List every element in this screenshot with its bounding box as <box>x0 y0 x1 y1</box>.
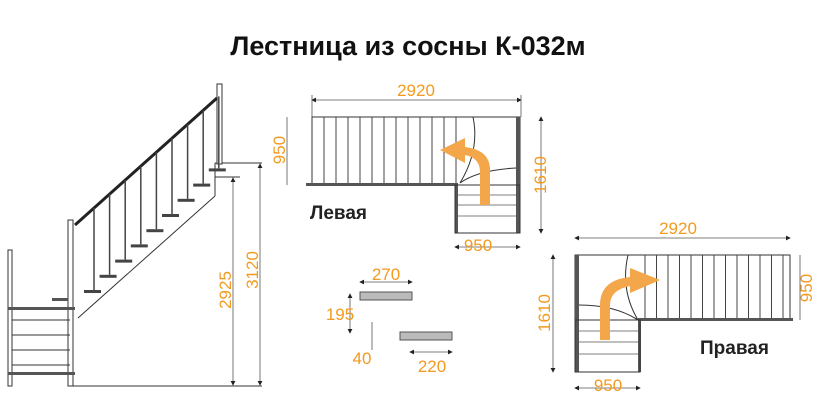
height-total-dimension: 3120 <box>243 251 262 289</box>
side-elevation <box>7 83 262 387</box>
tread <box>162 214 179 217</box>
tread <box>130 244 148 248</box>
elevation-dimensions: 2925 3120 950 <box>216 117 289 386</box>
turn-arrow-icon <box>600 268 660 340</box>
tread-detail: 270 195 40 220 <box>326 265 453 376</box>
right-flight-width-dimension: 950 <box>594 376 622 395</box>
right-length-dimension: 2920 <box>659 219 697 238</box>
height-floor-dimension: 2925 <box>216 271 235 309</box>
tread <box>177 198 195 202</box>
tread <box>193 183 211 187</box>
tread <box>146 229 164 233</box>
left-depth-dimension: 1610 <box>531 156 550 194</box>
tread <box>84 290 101 293</box>
right-variant-label: Правая <box>700 338 769 359</box>
right-depth-dimension: 1610 <box>535 294 554 332</box>
right-width-dimension: 950 <box>797 274 816 302</box>
tread <box>115 259 133 263</box>
plan-left: 2920 1610 950 Левая 950 <box>306 81 550 255</box>
turn-arrow-icon <box>440 138 490 205</box>
plan-right: 2920 1610 950 950 Правая <box>535 219 816 395</box>
tread <box>99 274 117 278</box>
railing-height-dimension: 950 <box>270 136 289 164</box>
left-width-dimension: 950 <box>464 236 492 255</box>
left-length-dimension: 2920 <box>397 81 435 100</box>
tread-thickness-dimension: 40 <box>353 349 372 368</box>
tread-depth-dimension: 270 <box>372 265 400 284</box>
left-variant-label: Левая <box>310 203 367 224</box>
riser-height-dimension: 195 <box>326 305 354 324</box>
going-dimension: 220 <box>418 357 446 376</box>
page-title: Лестница из сосны К-032м <box>230 31 585 61</box>
tread <box>208 168 226 172</box>
